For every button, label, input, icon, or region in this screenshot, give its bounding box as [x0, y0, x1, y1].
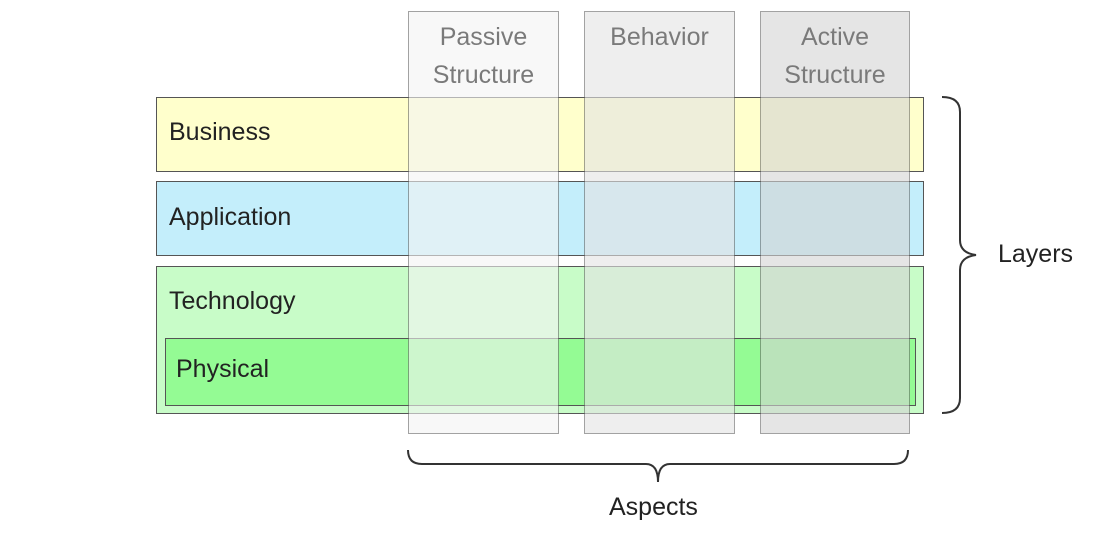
- aspect-active-structure-label: Active Structure: [761, 18, 909, 94]
- aspect-passive-structure-label: Passive Structure: [409, 18, 558, 94]
- layer-application-label: Application: [169, 203, 292, 231]
- layers-bracket-label: Layers: [998, 240, 1074, 268]
- aspect-passive-structure-label-line2: Structure: [432, 61, 535, 89]
- aspect-passive-structure-label-line1: Passive: [439, 23, 528, 51]
- layer-physical-label: Physical: [176, 355, 270, 383]
- aspect-behavior: Behavior: [584, 11, 735, 434]
- aspect-behavior-label-line1: Behavior: [610, 23, 709, 51]
- layers-bracket: [941, 96, 977, 414]
- aspects-bracket: [407, 449, 909, 483]
- layer-business-label: Business: [169, 118, 271, 146]
- aspect-passive-structure: Passive Structure: [408, 11, 559, 434]
- aspect-active-structure: Active Structure: [760, 11, 910, 434]
- aspect-active-structure-label-line1: Active: [800, 23, 870, 51]
- layer-technology-label: Technology: [169, 287, 296, 315]
- aspects-bracket-label: Aspects: [609, 493, 698, 521]
- aspect-active-structure-label-line2: Structure: [784, 61, 886, 89]
- aspect-behavior-label: Behavior: [585, 18, 734, 56]
